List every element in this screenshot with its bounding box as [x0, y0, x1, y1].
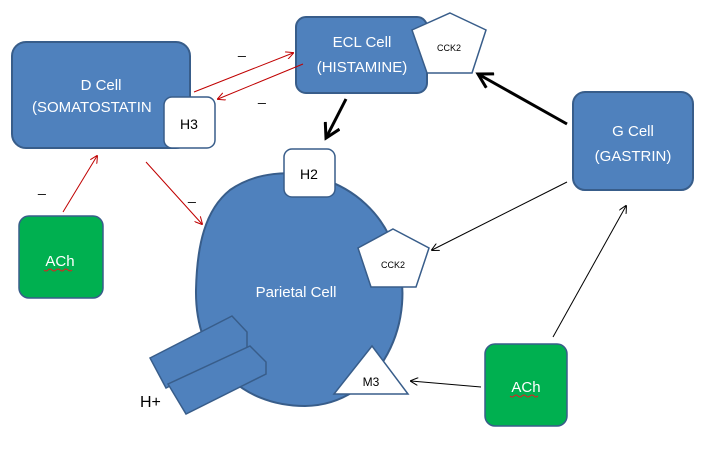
- cck2-receptor-parietal: CCK2: [357, 228, 430, 288]
- ach-right-box: ACh: [484, 343, 568, 427]
- ach-right-label: ACh: [511, 379, 540, 396]
- cck2-ecl-label: CCK2: [437, 43, 461, 53]
- inhibit-mark-ach-d: _: [37, 179, 46, 195]
- proton-pump: [148, 315, 267, 415]
- inhibit-mark-ecl-d: _: [257, 88, 266, 104]
- arrow-ecl-to-d-cell: [218, 63, 304, 99]
- ach-left-label: ACh: [45, 253, 74, 270]
- g-cell-name: G Cell: [612, 123, 654, 140]
- d-cell: D Cell (SOMATOSTATIN: [11, 41, 191, 149]
- arrow-ach-to-g-cell: [552, 206, 626, 338]
- ecl-cell-name: ECL Cell: [333, 34, 392, 51]
- d-cell-name: D Cell: [81, 77, 122, 94]
- ecl-cell-hormone: (HISTAMINE): [317, 59, 408, 76]
- h2-receptor: H2: [283, 148, 336, 198]
- arrow-ach-to-m3: [411, 381, 482, 388]
- arrow-ach-to-d-cell: [62, 156, 97, 213]
- cck2-receptor-ecl: CCK2: [411, 12, 487, 74]
- cck2-parietal-label: CCK2: [381, 260, 405, 270]
- g-cell-hormone: (GASTRIN): [595, 148, 672, 165]
- arrow-g-cell-to-parietal-cck2: [432, 181, 568, 250]
- spellcheck-underline-left: [43, 268, 73, 272]
- proton-label: H+: [140, 394, 161, 411]
- d-cell-hormone: (SOMATOSTATIN: [32, 99, 152, 116]
- ach-left-box: ACh: [18, 215, 104, 299]
- g-cell: G Cell (GASTRIN): [572, 91, 694, 191]
- m3-receptor: M3: [332, 344, 410, 395]
- arrow-g-cell-to-ecl-cck2: [478, 74, 568, 126]
- spellcheck-underline-right: [509, 394, 539, 398]
- arrow-d-cell-to-parietal: [145, 161, 202, 224]
- h3-receptor: H3: [163, 96, 216, 149]
- inhibit-mark-d-ecl: _: [237, 41, 246, 57]
- m3-label: M3: [363, 375, 380, 389]
- ecl-cell: ECL Cell (HISTAMINE): [295, 16, 428, 94]
- arrow-ecl-to-h2: [326, 98, 348, 138]
- h3-label: H3: [180, 116, 198, 132]
- arrow-d-cell-to-ecl: [193, 53, 293, 93]
- parietal-cell-label: Parietal Cell: [256, 284, 337, 301]
- inhibit-mark-d-parietal: _: [187, 187, 196, 203]
- h2-label: H2: [300, 166, 318, 182]
